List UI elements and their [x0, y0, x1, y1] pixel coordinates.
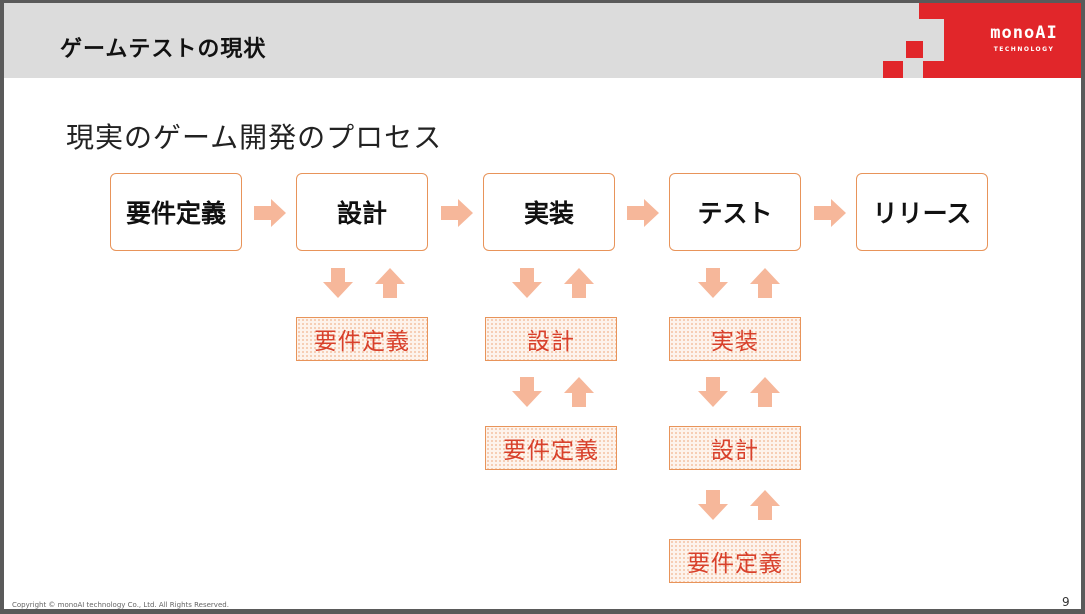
up-arrow-icon — [564, 377, 594, 407]
right-arrow-icon — [627, 199, 659, 227]
slide-subtitle: 現実のゲーム開発のプロセス — [66, 121, 443, 154]
logo-wordmark: monoAI — [990, 23, 1058, 43]
down-arrow-icon — [698, 268, 728, 298]
right-arrow-icon — [814, 199, 846, 227]
logo-pixel — [923, 61, 944, 78]
down-arrow-icon — [698, 490, 728, 520]
impl-sub-design: 設計 — [485, 317, 617, 361]
impl-sub-requirements: 要件定義 — [485, 426, 617, 470]
down-arrow-icon — [512, 268, 542, 298]
stage-design: 設計 — [296, 173, 428, 251]
footer-copyright: Copyright © monoAI technology Co., Ltd. … — [12, 601, 229, 609]
up-arrow-icon — [750, 268, 780, 298]
right-arrow-icon — [441, 199, 473, 227]
logo-pixel — [919, 3, 944, 19]
logo-block — [944, 3, 1081, 78]
down-arrow-icon — [698, 377, 728, 407]
stage-requirements: 要件定義 — [110, 173, 242, 251]
test-sub-requirements: 要件定義 — [669, 539, 801, 583]
up-arrow-icon — [750, 490, 780, 520]
down-arrow-icon — [512, 377, 542, 407]
stage-release: リリース — [856, 173, 988, 251]
down-arrow-icon — [323, 268, 353, 298]
design-sub-requirements: 要件定義 — [296, 317, 428, 361]
test-sub-design: 設計 — [669, 426, 801, 470]
up-arrow-icon — [750, 377, 780, 407]
up-arrow-icon — [375, 268, 405, 298]
logo-pixel — [883, 61, 903, 78]
stage-test: テスト — [669, 173, 801, 251]
up-arrow-icon — [564, 268, 594, 298]
test-sub-implementation: 実装 — [669, 317, 801, 361]
stage-implementation: 実装 — [483, 173, 615, 251]
page-number: 9 — [1062, 595, 1070, 609]
logo-tagline: TECHNOLOGY — [993, 46, 1055, 53]
logo-pixel — [906, 41, 923, 58]
right-arrow-icon — [254, 199, 286, 227]
slide-title: ゲームテストの現状 — [60, 37, 267, 62]
